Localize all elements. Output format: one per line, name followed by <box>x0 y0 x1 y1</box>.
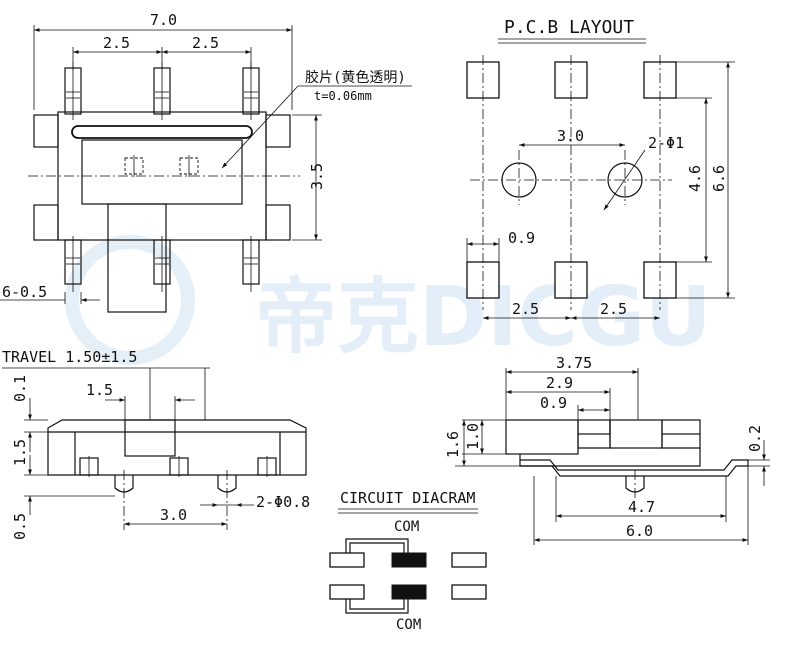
dim-2-9: 2.9 <box>546 374 573 392</box>
dim-pcb-pitch-right: 2.5 <box>600 300 627 318</box>
dim-peg-diameter: 2-Φ0.8 <box>256 493 310 511</box>
dim-pcb-pitch-left: 2.5 <box>512 300 539 318</box>
dim-inner-height: 4.6 <box>686 165 704 192</box>
pcb-title: P.C.B LAYOUT <box>504 17 634 38</box>
com-top-label: COM <box>394 519 419 535</box>
top-view: 7.0 2.5 2.5 <box>0 11 412 313</box>
dim-1-0: 1.0 <box>464 423 482 450</box>
dim-hole-spacing: 3.0 <box>557 127 584 145</box>
dim-hole-diameter: 2-Φ1 <box>648 134 684 152</box>
travel-label: TRAVEL 1.50±1.5 <box>2 348 137 366</box>
front-view: TRAVEL 1.50±1.5 1.5 0. <box>2 348 310 540</box>
dim-4-7: 4.7 <box>628 498 655 516</box>
dim-pitch-left: 2.5 <box>103 34 130 52</box>
dim-pin-width: 6-0.5 <box>2 283 47 301</box>
dim-pitch-right: 2.5 <box>192 34 219 52</box>
dim-0-5: 0.5 <box>11 513 29 540</box>
film-thickness: t=0.06mm <box>314 89 372 103</box>
dim-0-9: 0.9 <box>540 394 567 412</box>
dim-height: 3.5 <box>308 163 326 190</box>
dim-actuator: 1.5 <box>86 381 113 399</box>
dim-0-1: 0.1 <box>11 375 29 402</box>
dim-1-5: 1.5 <box>11 439 29 466</box>
side-view: 3.75 2.9 0.9 1.0 1.6 0.2 4 <box>444 354 770 545</box>
dim-peg-spacing: 3.0 <box>160 506 187 524</box>
circuit-diagram: CIRCUIT DIACRAM COM COM <box>329 489 487 633</box>
dim-1-6: 1.6 <box>444 431 462 458</box>
pcb-layout: P.C.B LAYOUT 3.0 2-Φ1 4.6 6.6 <box>466 17 735 320</box>
com-bottom-label: COM <box>396 617 421 633</box>
circuit-title: CIRCUIT DIACRAM <box>340 489 475 507</box>
dim-pad-width: 0.9 <box>508 229 535 247</box>
dim-outer-height: 6.6 <box>710 165 728 192</box>
dim-3-75: 3.75 <box>556 354 592 372</box>
dim-6-0: 6.0 <box>626 522 653 540</box>
film-label: 胶片(黄色透明) <box>305 69 406 86</box>
dim-0-2: 0.2 <box>746 425 764 452</box>
dim-overall-width: 7.0 <box>150 11 177 29</box>
